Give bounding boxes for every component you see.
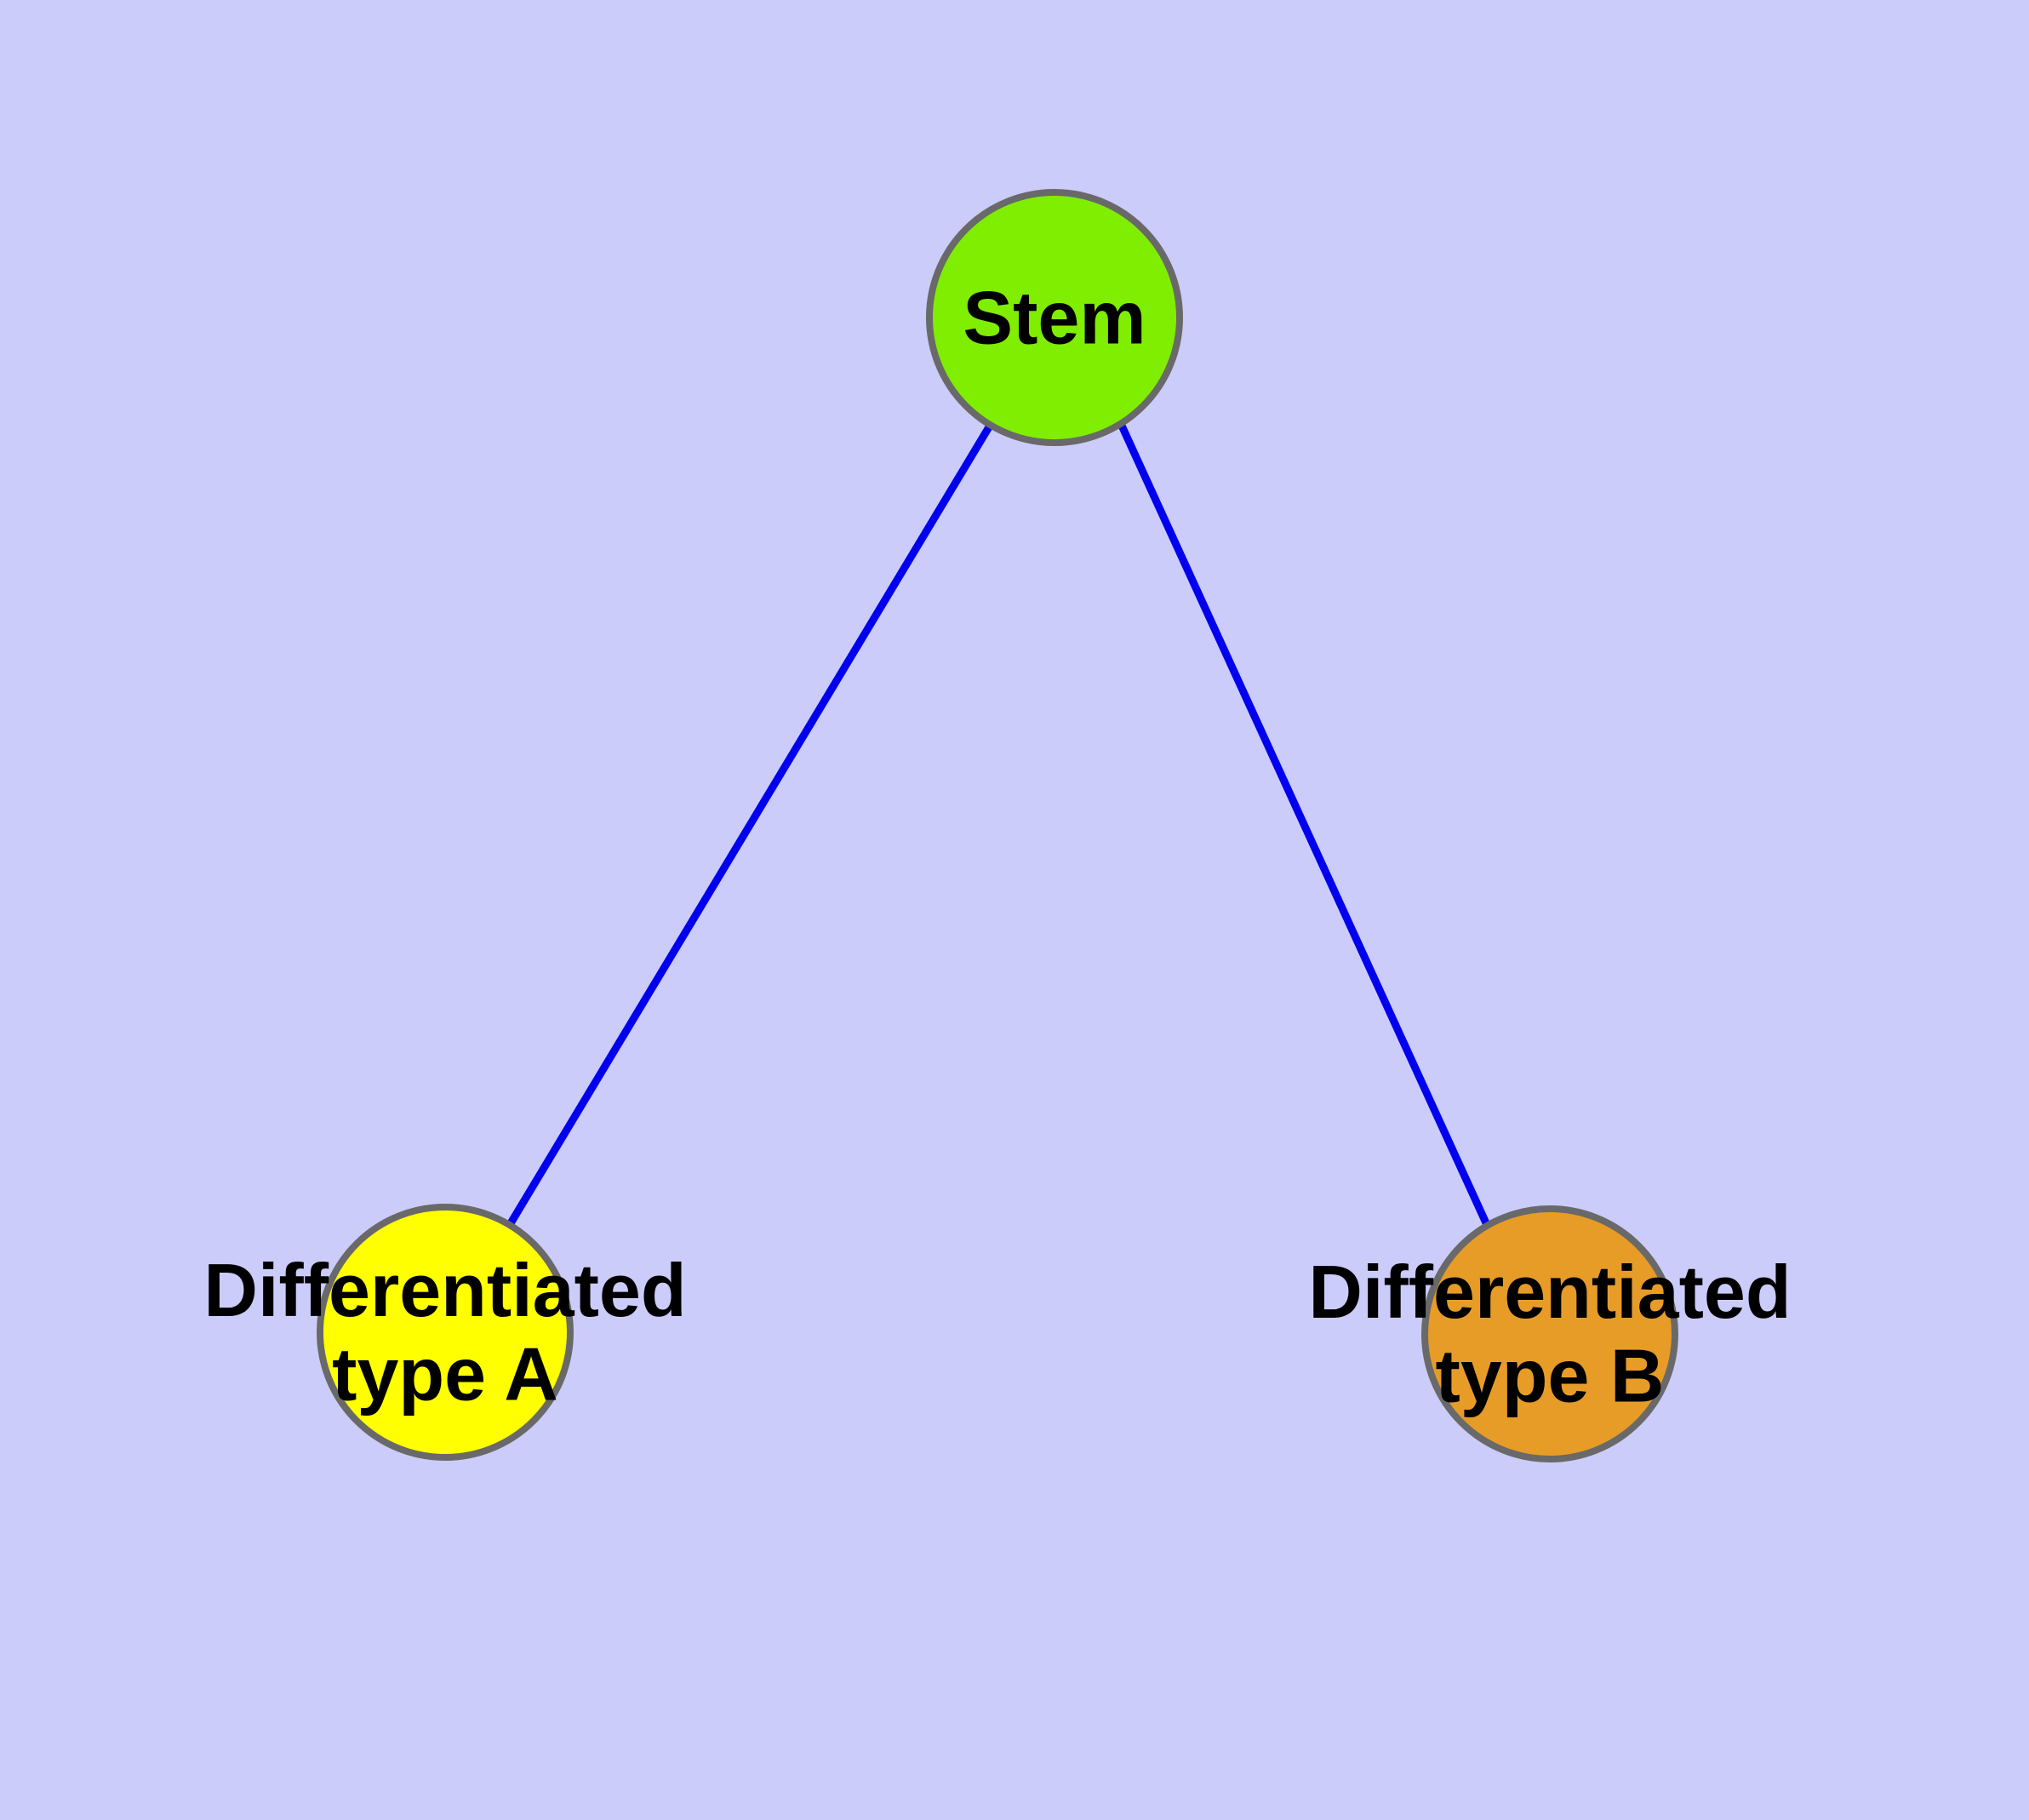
node-label-line: Differentiated (203, 1248, 686, 1332)
node-label-line: type B (1436, 1334, 1665, 1418)
node-stem-label: Stem (963, 275, 1146, 359)
node-label-line: Differentiated (1308, 1250, 1791, 1334)
edges-group (507, 423, 1492, 1228)
node-stem-circle[interactable] (926, 189, 1183, 446)
node-differentiated-type-a-circle[interactable] (317, 1204, 574, 1461)
node-label-line: type A (332, 1332, 558, 1417)
edge-stem-to-differentiated-type-b[interactable] (1117, 424, 1492, 1228)
node-label-line: Stem (963, 275, 1146, 359)
nodes-group (317, 189, 1678, 1462)
node-differentiated-type-b-circle[interactable] (1421, 1205, 1678, 1462)
edge-stem-to-differentiated-type-a[interactable] (507, 423, 993, 1226)
